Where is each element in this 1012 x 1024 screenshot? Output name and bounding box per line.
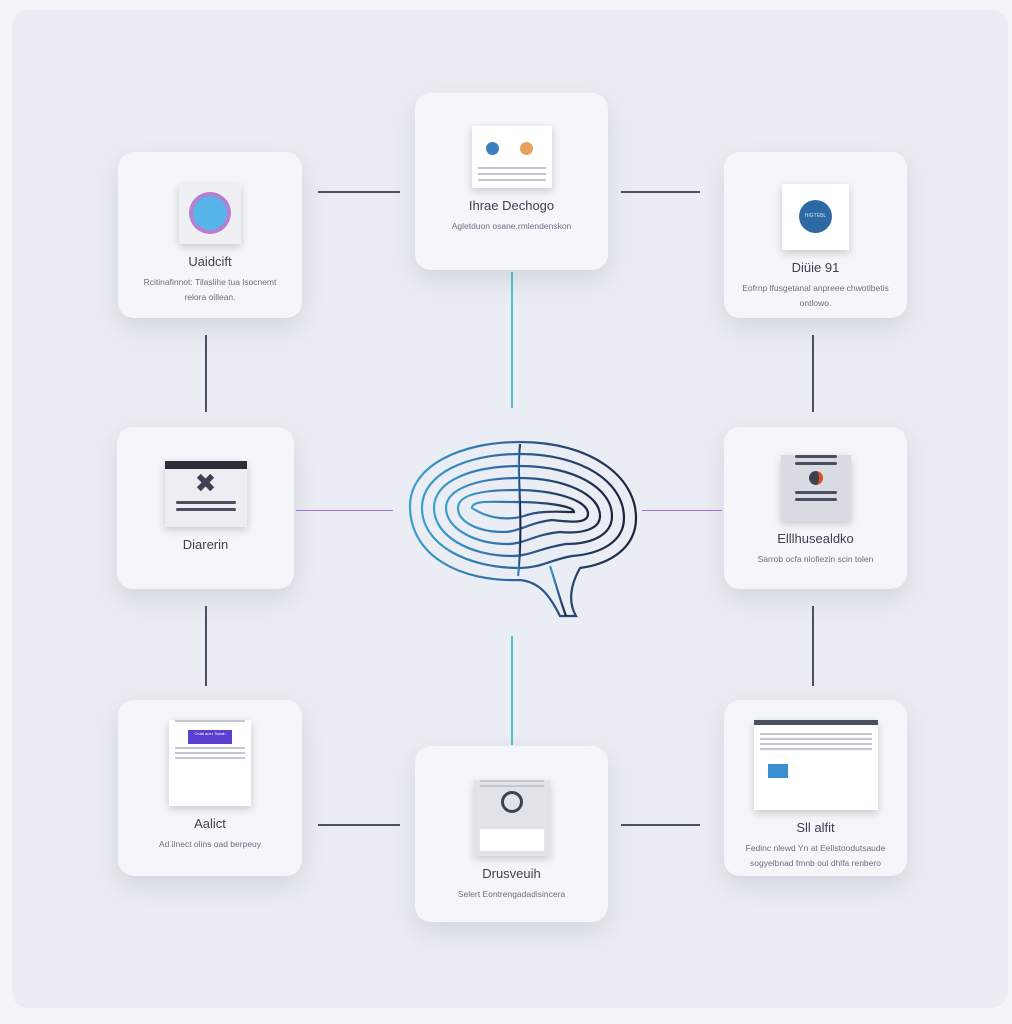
node-description: Sarrob ocfa nlofiezin scin tolen	[757, 554, 874, 564]
connector	[621, 191, 700, 193]
badge-text: HIGTEBL	[799, 200, 832, 233]
node-card-bottom-right[interactable]: Sll alfit Fedinc nlewd Yn at Eellstoodut…	[724, 700, 907, 876]
node-title: Drusveuih	[482, 866, 541, 881]
node-card-mid-left[interactable]: ✖ Diarerin	[117, 427, 294, 589]
connector	[205, 335, 207, 412]
abstract-logo-icon	[179, 184, 241, 244]
flow-arrow-up	[511, 636, 513, 745]
connector	[318, 191, 400, 193]
node-title: Sll alfit	[796, 820, 835, 835]
node-card-bottom-center[interactable]: Drusveuih Selert Eontrengadadisincera	[415, 746, 608, 922]
document-icon	[780, 455, 851, 521]
node-title: Diarerin	[182, 537, 229, 552]
node-description: Selert Eontrengadadisincera	[457, 889, 566, 899]
node-card-mid-right[interactable]: Elllhusealdko Sarrob ocfa nlofiezin scin…	[724, 427, 907, 589]
connector	[205, 606, 207, 686]
node-card-bottom-left[interactable]: Onlat auer Tsulah Aalict Ad ilnect olins…	[118, 700, 302, 876]
connector	[812, 335, 814, 412]
node-title: Aalict	[194, 816, 226, 831]
connector	[621, 824, 700, 826]
security-lock-thumbnail	[473, 780, 550, 856]
connector	[812, 606, 814, 686]
document-thumbnail	[471, 126, 552, 188]
node-description: Rcitinafinnot: Tilaslihe tua lsocnemt re…	[143, 277, 277, 302]
brain-icon	[408, 440, 638, 618]
flow-arrow-left	[642, 510, 722, 511]
node-description: Fedinc nlewd Yn at Eellstoodutsaude sogy…	[745, 843, 886, 868]
node-card-top-left[interactable]: Uaidcift Rcitinafinnot: Tilaslihe tua ls…	[118, 152, 302, 318]
action-button[interactable]: Onlat auer Tsulah	[188, 730, 232, 744]
badge-logo-icon: HIGTEBL	[782, 184, 849, 250]
node-title: Diüie 91	[791, 260, 840, 275]
node-title: Elllhusealdko	[777, 531, 854, 546]
connector	[318, 824, 400, 826]
node-title: Ihrae Dechogo	[468, 198, 555, 213]
node-description: Ad ilnect olins oad berpeuy	[158, 839, 262, 849]
node-card-top-center[interactable]: Ihrae Dechogo Agletduon osane.rmlendensk…	[415, 93, 608, 270]
node-title: Uaidcift	[188, 254, 232, 269]
node-description: Eofrnp lfusgetanal anpreee chwotlbetis o…	[742, 283, 889, 308]
node-card-top-right[interactable]: HIGTEBL Diüie 91 Eofrnp lfusgetanal anpr…	[724, 152, 907, 318]
flow-arrow-down	[511, 272, 513, 408]
app-screenshot-thumbnail: Onlat auer Tsulah	[169, 720, 251, 806]
window-thumbnail: ✖	[164, 461, 247, 527]
node-description: Agletduon osane.rmlendenskon	[451, 221, 572, 231]
dashboard-screenshot-thumbnail	[753, 720, 878, 810]
flow-arrow-right	[296, 510, 393, 511]
